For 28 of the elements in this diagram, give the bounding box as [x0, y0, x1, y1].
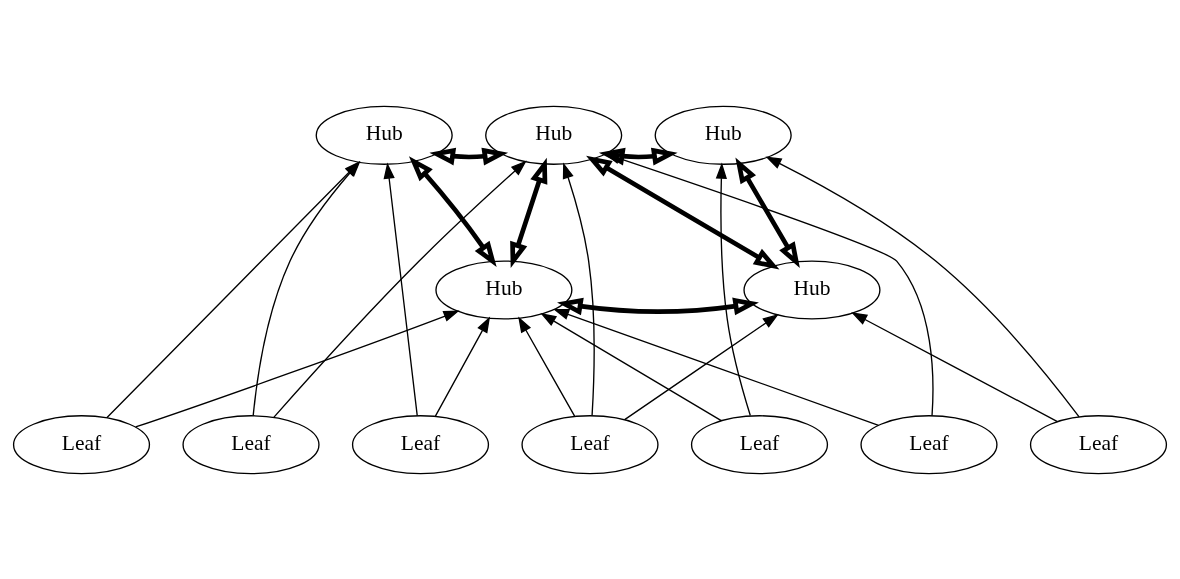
arrow — [586, 155, 780, 269]
node-ellipse: Leaf — [521, 414, 659, 474]
arrow — [134, 310, 460, 428]
node-ellipse: Leaf — [690, 414, 829, 474]
node-ellipse: Leaf — [1029, 414, 1168, 474]
node-ellipse: Leaf — [351, 414, 490, 474]
node-ellipse: Leaf — [182, 414, 320, 474]
arrow — [715, 162, 751, 416]
node-ellipse: Hub — [743, 259, 881, 320]
arrow — [735, 157, 800, 268]
arrow — [598, 147, 678, 165]
arrow — [851, 311, 1059, 422]
arrow — [408, 155, 497, 267]
node-ellipse: Leaf — [860, 414, 998, 474]
arrow — [765, 155, 1080, 418]
arrow — [429, 147, 509, 165]
arrow — [383, 162, 418, 416]
arrow — [624, 313, 779, 420]
arrow — [510, 157, 548, 268]
node-ellipse: Hub — [315, 105, 453, 165]
arrow — [553, 308, 880, 426]
arrow — [434, 316, 491, 417]
arrow — [518, 316, 576, 417]
arrow — [540, 312, 722, 421]
arrow — [557, 297, 759, 315]
node-ellipse: Hub — [654, 105, 792, 165]
arrow — [562, 161, 595, 416]
node-ellipse: Leaf — [12, 414, 151, 474]
